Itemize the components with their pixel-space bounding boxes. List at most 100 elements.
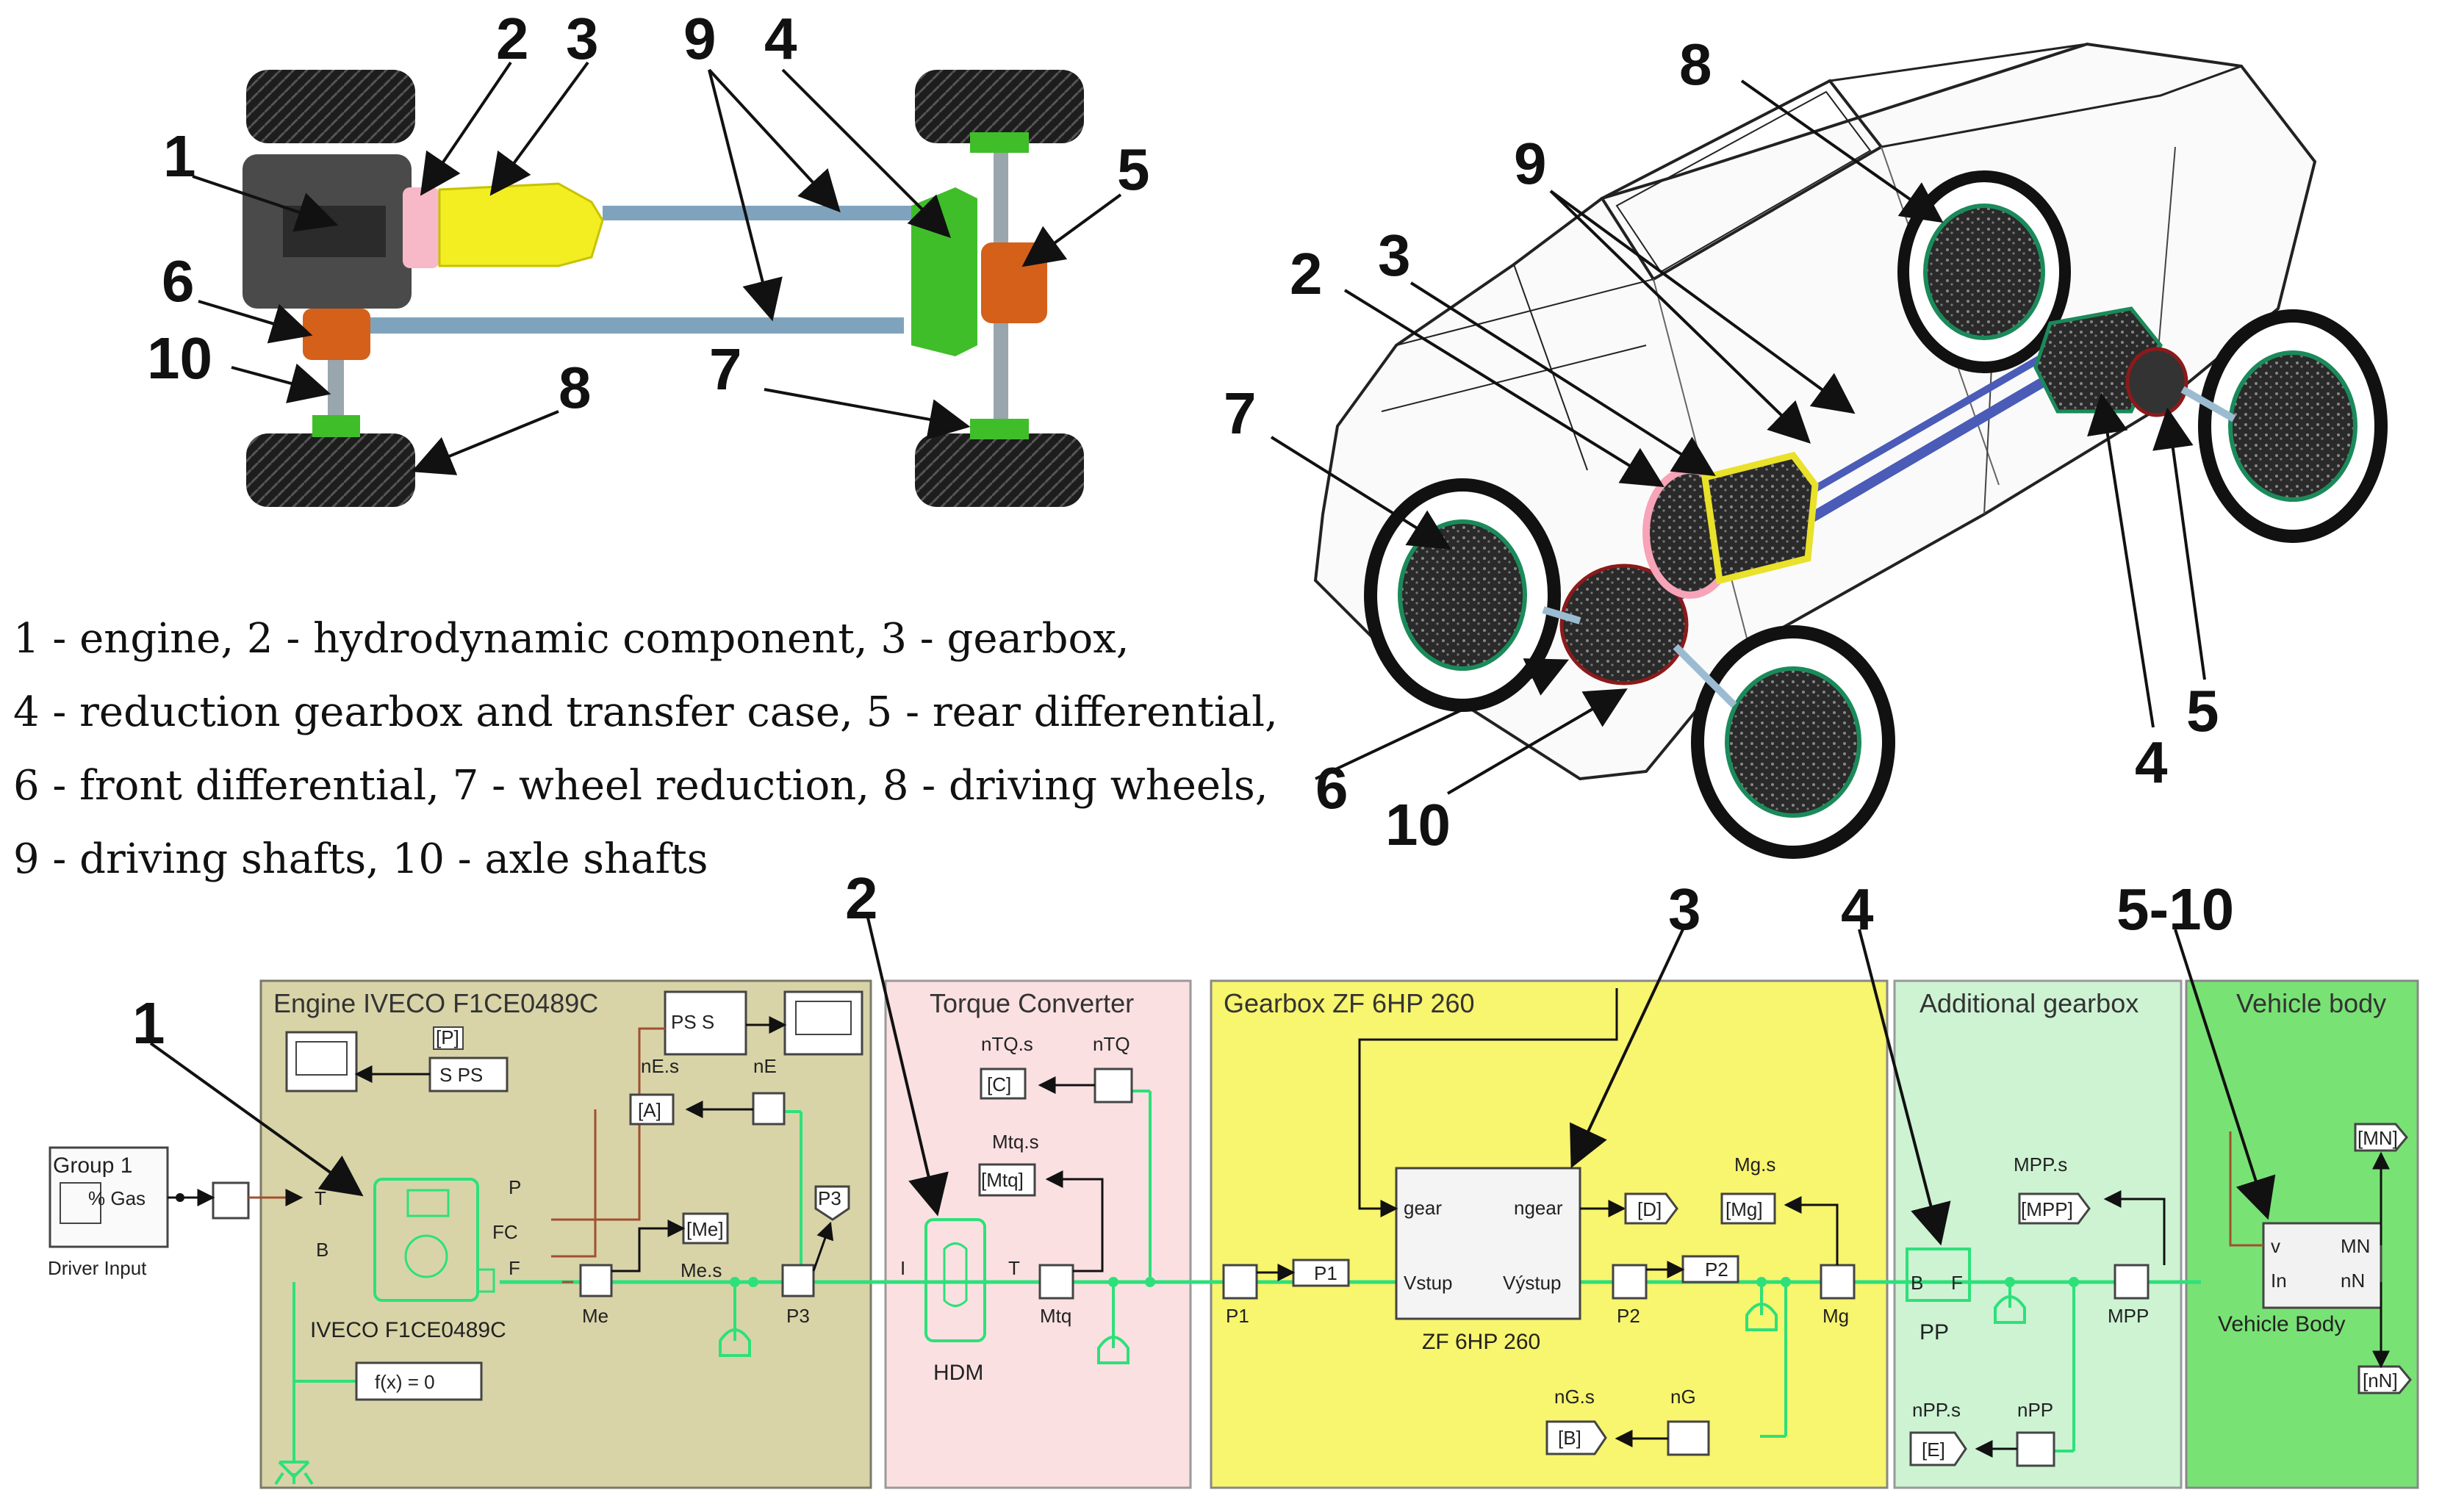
vehicle-sketch: 8 9 3 2 7 6 10 4 5 <box>1224 32 2388 859</box>
sensor-P3[interactable] <box>781 1264 815 1297</box>
goto-Mg[interactable] <box>1720 1192 1776 1225</box>
wheel-reduction-rear-top <box>970 132 1029 153</box>
drive-shaft-upper <box>603 206 911 220</box>
front-differential <box>303 309 370 360</box>
goto-E[interactable] <box>1909 1431 1967 1466</box>
wheel-reduction-front <box>312 415 360 437</box>
hdm-block[interactable] <box>924 1218 986 1342</box>
sketch-callout-3: 3 <box>1378 223 1411 288</box>
pp-block[interactable] <box>1906 1248 1971 1302</box>
ne-s-label: nE.s <box>641 1055 679 1077</box>
goto-B[interactable] <box>1545 1420 1607 1455</box>
legend-line-4: 9 - driving shafts, 10 - axle shafts <box>13 835 708 883</box>
engine-speed-scope[interactable] <box>783 990 863 1056</box>
callout-4: 4 <box>764 6 797 71</box>
port-B: B <box>316 1239 328 1261</box>
legend-line-1: 1 - engine, 2 - hydrodynamic component, … <box>13 615 1130 663</box>
sensor-nPP[interactable] <box>2016 1431 2055 1467</box>
vehicle-body-block[interactable] <box>2262 1222 2382 1309</box>
sketch-callout-7: 7 <box>1224 381 1257 446</box>
callout-3: 3 <box>566 6 599 71</box>
out-P3-label: P3 <box>818 1187 841 1209</box>
out-P1[interactable] <box>1292 1259 1350 1287</box>
model-callout-5-10: 5-10 <box>2116 876 2234 942</box>
goto-nN[interactable] <box>2357 1365 2412 1394</box>
goto-MPP-label: [MPP] <box>2021 1198 2073 1220</box>
engine-name: IVECO F1CE0489C <box>310 1318 506 1342</box>
vb-port-nN: nN <box>2341 1270 2365 1292</box>
gearbox-part <box>438 182 604 267</box>
goto-Mtq-label: [Mtq] <box>981 1169 1024 1191</box>
goto-E-label: [E] <box>1922 1439 1945 1461</box>
p3-label: P3 <box>786 1305 810 1327</box>
port-T: T <box>315 1187 326 1209</box>
vb-port-v: v <box>2271 1235 2280 1257</box>
goto-C-label: [C] <box>987 1073 1011 1095</box>
callout-2: 2 <box>496 6 529 71</box>
fx-label: f(x) = 0 <box>375 1371 435 1393</box>
sensor-MPP[interactable] <box>2114 1264 2150 1300</box>
model-callout-4: 4 <box>1841 876 1874 942</box>
port-P: P <box>509 1176 521 1198</box>
port-ngear: ngear <box>1514 1197 1563 1219</box>
sensor-nTQ[interactable] <box>1093 1068 1133 1104</box>
ntq-s-label: nTQ.s <box>981 1033 1033 1055</box>
vb-port-MN: MN <box>2341 1235 2370 1257</box>
ng-s-label: nG.s <box>1554 1386 1595 1408</box>
driver-conversion[interactable] <box>212 1181 250 1220</box>
sketch-wheel-front-left <box>1398 519 1527 671</box>
goto-MN[interactable] <box>2354 1123 2408 1152</box>
goto-MN-label: [MN] <box>2357 1127 2398 1149</box>
sensor-P1[interactable] <box>1222 1264 1258 1300</box>
out-P2-label: P2 <box>1705 1259 1728 1281</box>
pp-port-B: B <box>1911 1272 1923 1294</box>
sensor-Mg[interactable] <box>1820 1264 1856 1300</box>
mpp-label: MPP <box>2108 1305 2149 1327</box>
transfer-case <box>911 187 977 356</box>
title-torque: Torque Converter <box>930 988 1134 1018</box>
sensor-Me[interactable] <box>579 1264 613 1297</box>
sketch-callout-9: 9 <box>1514 131 1547 196</box>
title-gearbox: Gearbox ZF 6HP 260 <box>1224 988 1475 1018</box>
title-additional: Additional gearbox <box>1920 988 2138 1018</box>
out-P1-label: P1 <box>1314 1262 1337 1284</box>
goto-MPP[interactable] <box>2018 1192 2091 1225</box>
model-callout-1: 1 <box>132 990 165 1056</box>
p2-label: P2 <box>1617 1305 1640 1327</box>
engine-block-sim[interactable] <box>373 1178 479 1302</box>
sensor-Mtq[interactable] <box>1038 1264 1074 1300</box>
goto-Me[interactable] <box>682 1212 729 1245</box>
driver-input-block[interactable] <box>49 1146 169 1248</box>
drivetrain-schematic: 1 2 3 9 4 5 6 10 7 8 <box>147 6 1150 507</box>
callout-7: 7 <box>709 336 742 402</box>
callout-9: 9 <box>683 6 717 71</box>
goto-A[interactable] <box>629 1093 675 1126</box>
mg-label: Mg <box>1822 1305 1849 1327</box>
torque-converter-part <box>403 187 439 268</box>
zf-gearbox-block[interactable] <box>1395 1167 1581 1320</box>
npp-label: nPP <box>2017 1399 2053 1421</box>
out-P3[interactable] <box>814 1185 850 1221</box>
goto-C[interactable] <box>980 1068 1027 1100</box>
ps-s-converter[interactable] <box>664 990 747 1056</box>
sensor-nG[interactable] <box>1667 1420 1710 1456</box>
sketch-callout-5: 5 <box>2186 678 2219 744</box>
sketch-callout-10: 10 <box>1385 792 1451 857</box>
solver-config[interactable] <box>355 1361 483 1401</box>
rear-wheel-top <box>915 70 1084 143</box>
ng-label: nG <box>1670 1386 1696 1408</box>
out-P2[interactable] <box>1681 1255 1739 1284</box>
port-vstup: Vstup <box>1404 1272 1453 1294</box>
s-ps-converter[interactable] <box>428 1056 509 1092</box>
goto-Mtq[interactable] <box>978 1163 1036 1197</box>
model-callout-2: 2 <box>845 865 878 931</box>
goto-D[interactable] <box>1624 1192 1678 1225</box>
sensor-P2[interactable] <box>1612 1264 1648 1300</box>
goto-nN-label: [nN] <box>2363 1369 2398 1392</box>
p1-label: P1 <box>1226 1305 1249 1327</box>
drive-shaft-lower <box>345 317 904 334</box>
ps-s-label: PS S <box>671 1011 714 1033</box>
sensor-nE[interactable] <box>752 1092 786 1126</box>
port-gear: gear <box>1404 1197 1442 1219</box>
